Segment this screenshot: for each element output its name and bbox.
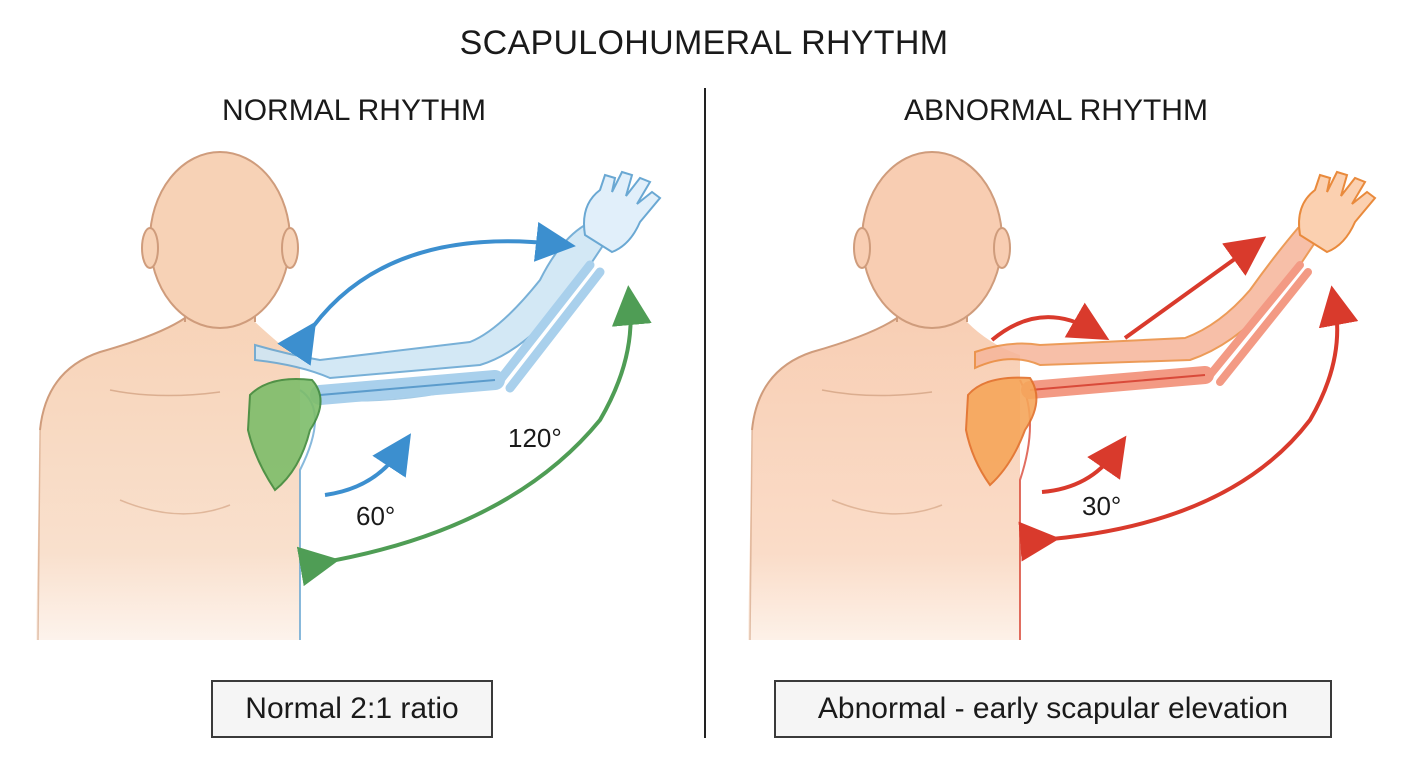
glenohumeral-angle-normal: 120°	[508, 423, 562, 453]
normal-caption-text: Normal 2:1 ratio	[245, 692, 459, 725]
abnormal-torso	[748, 151, 1020, 641]
glenohumeral-arc-arrow	[296, 285, 652, 587]
normal-rhythm-heading: NORMAL RHYTHM	[222, 94, 486, 127]
abnormal-caption: Abnormal - early scapular elevation	[774, 680, 1332, 738]
diagram-title: SCAPULOHUMERAL RHYTHM	[459, 24, 949, 62]
limited-arc-arrow	[1018, 285, 1359, 562]
normal-caption: Normal 2:1 ratio	[211, 680, 493, 738]
scapular-angle-abnormal: 30°	[1082, 491, 1121, 521]
scapular-rotation-arrow	[324, 433, 411, 497]
scapular-rotation-arrow-abnormal	[1041, 435, 1127, 494]
abnormal-caption-text: Abnormal - early scapular elevation	[817, 692, 1289, 725]
abnormal-rhythm-heading: ABNORMAL RHYTHM	[904, 94, 1208, 127]
early-elevation-arrow	[990, 302, 1110, 342]
scapular-angle-normal: 60°	[356, 501, 395, 531]
panel-divider	[704, 88, 706, 738]
